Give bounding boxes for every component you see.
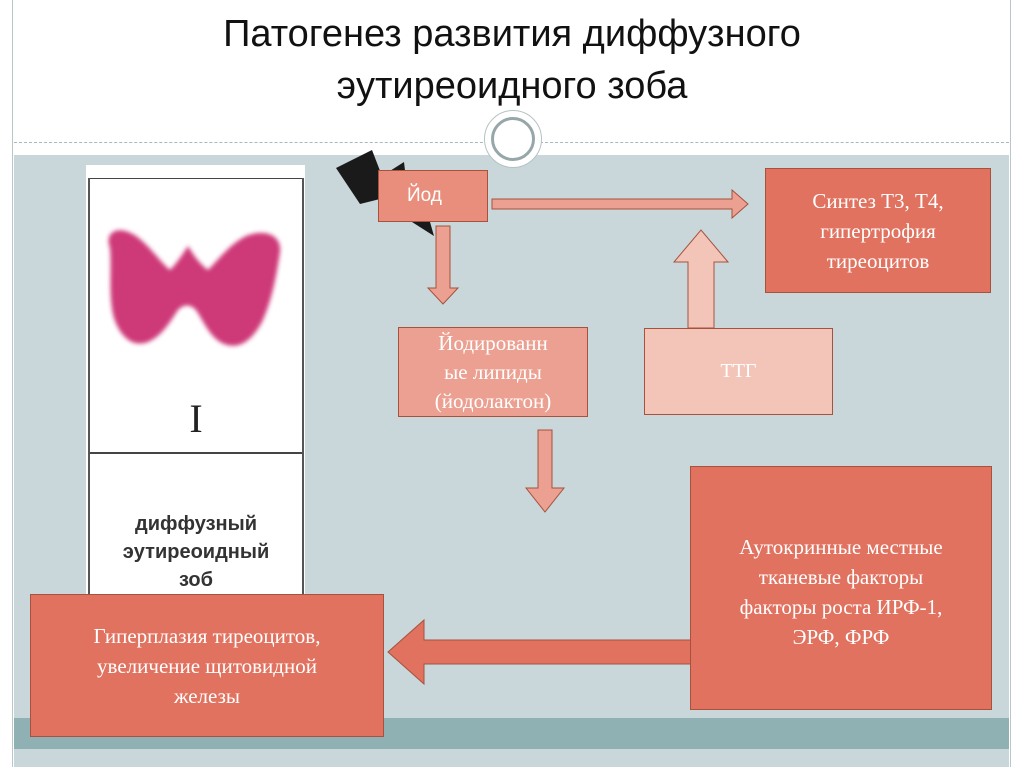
title-line-2: эутиреоидного зоба bbox=[336, 65, 688, 107]
box-iodinated-lipids: Йодированн ые липиды (йодолактон) bbox=[398, 327, 588, 417]
figure-caption-line-2: эутиреоидный bbox=[122, 541, 270, 563]
figure-caption-line-1: диффузный bbox=[135, 513, 257, 535]
figure-left-rule bbox=[88, 178, 90, 605]
figure-top-rule bbox=[90, 178, 302, 179]
box-synthesis-line-3: тиреоцитов bbox=[826, 248, 930, 273]
arrow-ttg-to-synthesis bbox=[672, 229, 730, 329]
frame-right-border bbox=[1010, 0, 1011, 767]
frame-left-border bbox=[12, 0, 13, 767]
circle-ornament-ring bbox=[491, 117, 535, 161]
figure-caption-line-3: зоб bbox=[178, 569, 213, 591]
box-hyperplasia-line-1: Гиперплазия тиреоцитов, bbox=[93, 623, 321, 648]
box-hyperplasia-line-3: железы bbox=[173, 683, 240, 708]
box-autocrine-line-4: ЭРФ, ФРФ bbox=[792, 625, 890, 649]
arrow-iod-to-synthesis bbox=[491, 188, 749, 220]
box-autocrine-line-3: факторы роста ИРФ-1, bbox=[739, 595, 943, 619]
box-autocrine-line-2: тканевые факторы bbox=[758, 565, 924, 589]
figure-right-rule bbox=[302, 178, 304, 605]
box-lipids-line-1: Йодированн bbox=[438, 330, 548, 355]
slide-title: Патогенез развития диффузного эутиреоидн… bbox=[0, 8, 1024, 112]
box-iod: Йод bbox=[378, 170, 488, 222]
figure-caption: диффузный эутиреоидный зоб bbox=[88, 510, 304, 594]
box-ttg: ТТГ bbox=[644, 328, 833, 415]
box-autocrine-line-1: Аутокринные местные bbox=[739, 535, 943, 559]
figure-mid-rule bbox=[90, 452, 302, 454]
thyroid-gland-icon bbox=[108, 230, 281, 346]
box-synthesis: Синтез Т3, Т4, гипертрофия тиреоцитов bbox=[765, 168, 991, 293]
box-iod-label: Йод bbox=[407, 185, 442, 206]
title-line-1: Патогенез развития диффузного bbox=[223, 13, 801, 55]
arrow-lipids-down bbox=[524, 429, 566, 513]
box-lipids-line-2: ые липиды bbox=[444, 359, 542, 384]
figure-roman-numeral: I bbox=[189, 396, 203, 441]
box-autocrine-factors: Аутокринные местные тканевые факторы фак… bbox=[690, 466, 992, 710]
box-lipids-line-3: (йодолактон) bbox=[434, 388, 552, 413]
box-synthesis-line-1: Синтез Т3, Т4, bbox=[812, 188, 944, 213]
box-synthesis-line-2: гипертрофия bbox=[820, 218, 936, 243]
box-hyperplasia: Гиперплазия тиреоцитов, увеличение щитов… bbox=[30, 594, 384, 737]
box-ttg-label: ТТГ bbox=[720, 360, 757, 382]
arrow-iod-to-lipids bbox=[426, 225, 460, 305]
box-hyperplasia-line-2: увеличение щитовидной bbox=[97, 653, 317, 678]
